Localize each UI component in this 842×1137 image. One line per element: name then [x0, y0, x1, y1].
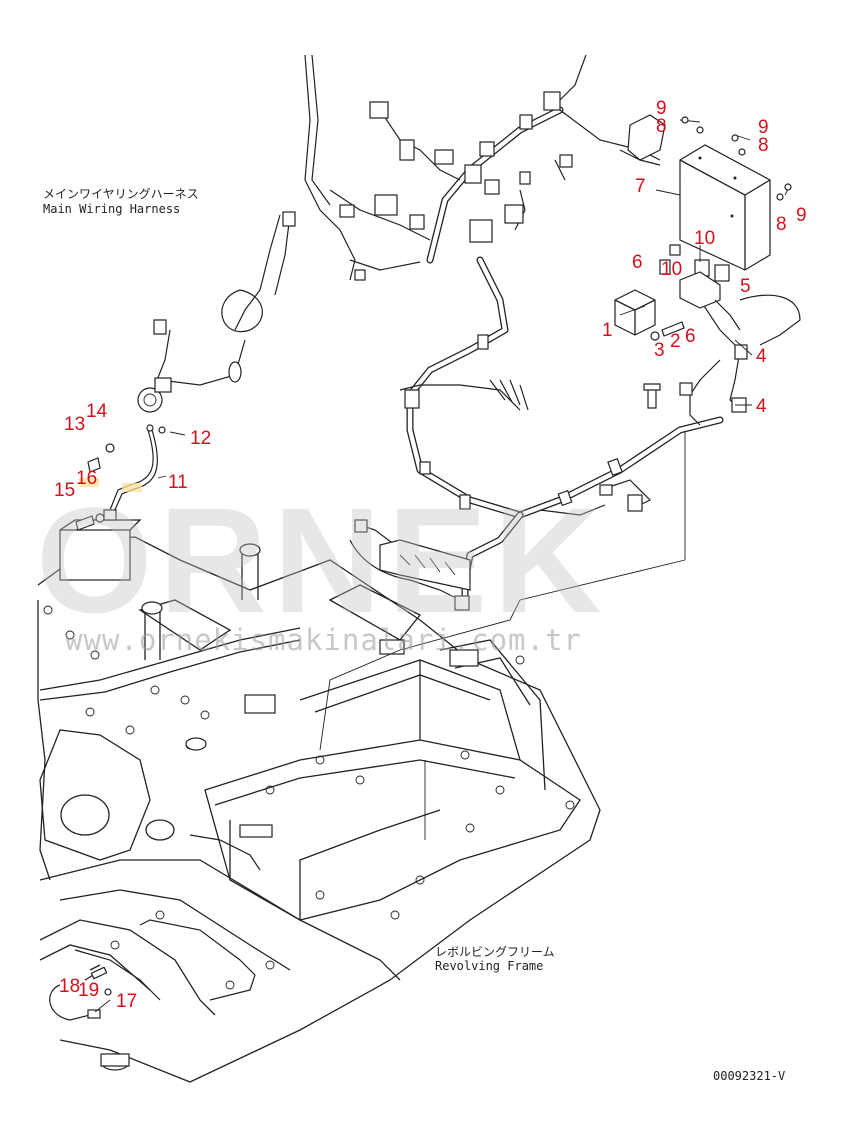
callout-8-c: 8 — [776, 214, 787, 235]
callout-9-c: 9 — [796, 205, 807, 226]
callout-12: 12 — [190, 428, 211, 449]
callout-4-upper: 4 — [756, 346, 767, 367]
callout-17: 17 — [116, 991, 137, 1012]
callout-7: 7 — [635, 176, 646, 197]
document-id: 00092321-V — [713, 1069, 785, 1083]
ground-cable — [75, 424, 166, 531]
callout-2: 2 — [670, 331, 681, 352]
callout-10-b: 10 — [661, 259, 682, 280]
revolving-frame-label-en: Revolving Frame — [435, 959, 543, 973]
callout-19: 19 — [78, 980, 99, 1001]
callout-9-b: 9 — [758, 117, 769, 138]
callout-18: 18 — [59, 976, 80, 997]
callout-11: 11 — [168, 472, 188, 493]
controller-assembly — [614, 114, 792, 409]
callout-8-a: 8 — [656, 116, 667, 137]
callout-10-a: 10 — [694, 228, 715, 249]
main-harness-label-jp: メインワイヤリングハーネス — [43, 187, 199, 201]
watermark: ORNEK www.ornekismakinalari.com.tr — [36, 476, 608, 657]
callout-15: 15 — [54, 480, 75, 501]
callout-14: 14 — [86, 401, 108, 422]
main-wiring-harness — [137, 54, 801, 611]
main-harness-label-en: Main Wiring Harness — [43, 202, 180, 216]
watermark-brand: ORNEK — [36, 476, 608, 644]
callout-9-a: 9 — [656, 98, 667, 119]
watermark-url: www.ornekismakinalari.com.tr — [65, 623, 582, 657]
callouts: 1 2 3 4 4 5 6 6 7 8 8 8 9 9 9 10 10 11 1… — [54, 98, 807, 1012]
callout-4-lower: 4 — [756, 396, 767, 417]
callout-5: 5 — [740, 276, 751, 297]
revolving-frame-label-jp: レボルビングフリーム — [435, 945, 555, 959]
callout-16: 16 — [76, 468, 97, 489]
callout-1: 1 — [602, 320, 613, 341]
revolving-frame — [37, 519, 601, 1083]
callout-13: 13 — [64, 414, 85, 435]
callout-8-b: 8 — [758, 135, 769, 156]
callout-6-upper: 6 — [632, 252, 643, 273]
callout-6-lower: 6 — [685, 326, 696, 347]
leader-lines — [94, 189, 753, 1013]
callout-3: 3 — [654, 340, 665, 361]
